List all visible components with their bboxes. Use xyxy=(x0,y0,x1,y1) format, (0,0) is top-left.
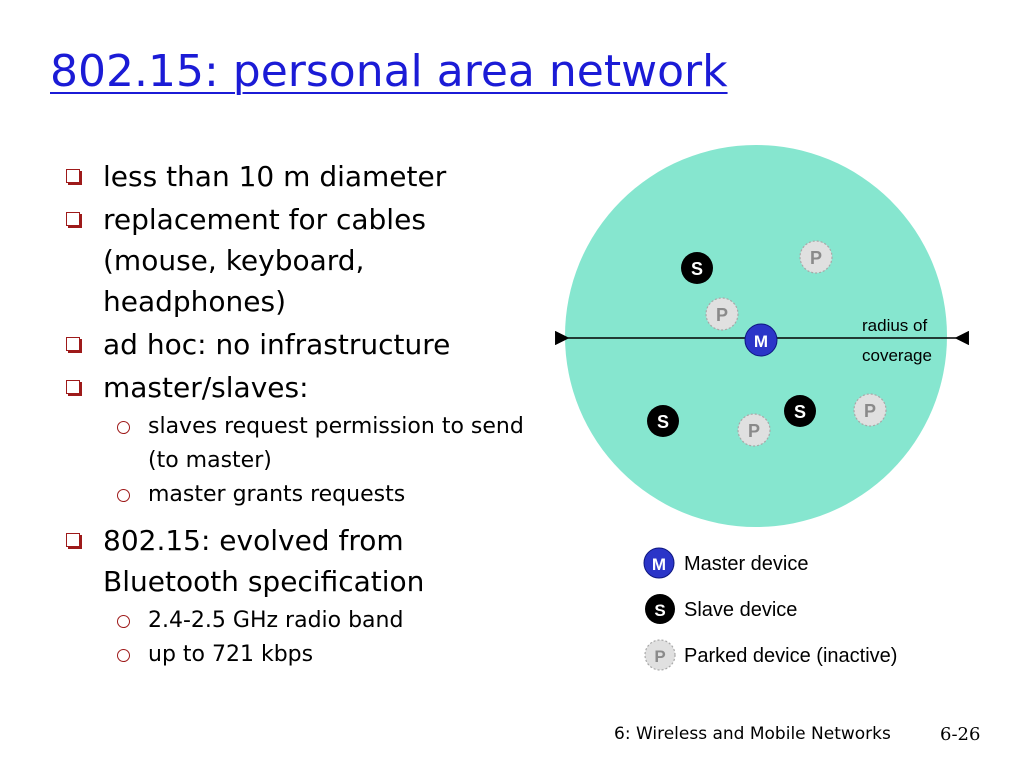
legend-symbol: M xyxy=(652,555,666,574)
parked-device-node: P xyxy=(737,413,771,447)
slave-device-node: S xyxy=(647,405,679,437)
sub-bullet-item: up to 721 kbps xyxy=(66,638,536,672)
sub-bullet-item: 2.4-2.5 GHz radio band xyxy=(66,604,536,638)
bullet-text: less than 10 m diameter xyxy=(103,160,447,193)
square-bullet-icon xyxy=(66,212,80,226)
bullet-item: 802.15: evolved from Bluetooth specifica… xyxy=(66,520,536,602)
legend-label: Master device xyxy=(684,553,809,575)
sub-bullet-text: master grants requests xyxy=(148,482,406,507)
parked-device-node: P xyxy=(853,393,887,427)
parked-symbol: P xyxy=(810,248,822,268)
legend: M Master device S Slave device P Parked … xyxy=(643,547,897,671)
sub-bullet-text: up to 721 kbps xyxy=(148,642,314,667)
slave-symbol: S xyxy=(794,402,806,422)
parked-device-node: P xyxy=(799,240,833,274)
bullet-item: less than 10 m diameter xyxy=(66,156,536,197)
bullet-list: less than 10 m diameter replacement for … xyxy=(66,156,536,672)
legend-item-slave: S Slave device xyxy=(645,594,797,624)
parked-device-node: P xyxy=(705,297,739,331)
square-bullet-icon xyxy=(66,380,80,394)
circle-bullet-icon xyxy=(117,489,130,502)
legend-label: Parked device (inactive) xyxy=(684,645,897,667)
circle-bullet-icon xyxy=(117,421,130,434)
legend-symbol: P xyxy=(654,647,665,666)
slave-symbol: S xyxy=(657,412,669,432)
bullet-text: ad hoc: no infrastructure xyxy=(103,328,451,361)
slave-symbol: S xyxy=(691,259,703,279)
bullet-text: replacement for cables (mouse, keyboard,… xyxy=(103,203,426,318)
page-number: 6-26 xyxy=(940,724,981,745)
parked-symbol: P xyxy=(748,421,760,441)
bullet-text: 802.15: evolved from Bluetooth specifica… xyxy=(103,524,425,598)
slave-device-node: S xyxy=(681,252,713,284)
slide-footer: 6: Wireless and Mobile Networks xyxy=(614,724,891,744)
legend-item-master: M Master device xyxy=(643,547,809,579)
legend-label: Slave device xyxy=(684,599,797,621)
sub-bullet-item: master grants requests xyxy=(66,478,536,512)
legend-symbol: S xyxy=(654,601,665,620)
circle-bullet-icon xyxy=(117,649,130,662)
bullet-item: ad hoc: no infrastructure xyxy=(66,324,536,365)
sub-bullet-text: slaves request permission to send (to ma… xyxy=(148,414,524,473)
circle-bullet-icon xyxy=(117,615,130,628)
parked-symbol: P xyxy=(864,401,876,421)
sub-bullet-item: slaves request permission to send (to ma… xyxy=(66,410,536,478)
legend-item-parked: P Parked device (inactive) xyxy=(644,639,897,671)
master-device-node: M xyxy=(744,323,778,357)
sub-bullet-text: 2.4-2.5 GHz radio band xyxy=(148,608,404,633)
square-bullet-icon xyxy=(66,533,80,547)
bullet-item: master/slaves: xyxy=(66,367,536,408)
coverage-label-line1: radius of xyxy=(862,316,927,335)
master-symbol: M xyxy=(754,332,768,351)
square-bullet-icon xyxy=(66,169,80,183)
slide-title: 802.15: personal area network xyxy=(50,46,728,97)
square-bullet-icon xyxy=(66,337,80,351)
parked-symbol: P xyxy=(716,305,728,325)
bullet-item: replacement for cables (mouse, keyboard,… xyxy=(66,199,536,322)
coverage-label-line2: coverage xyxy=(862,346,932,365)
bullet-text: master/slaves: xyxy=(103,371,309,404)
slave-device-node: S xyxy=(784,395,816,427)
